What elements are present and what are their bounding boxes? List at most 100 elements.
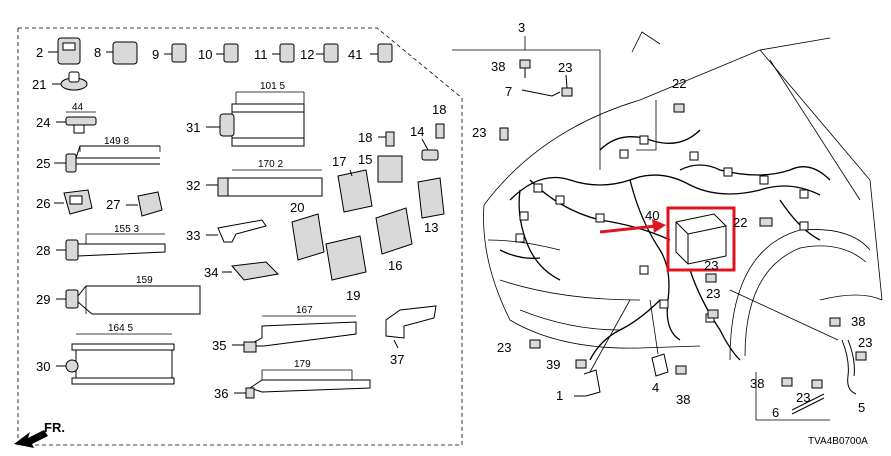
clip-4 xyxy=(649,299,669,377)
highlight-box-40 xyxy=(666,206,736,272)
callout-35: 35 xyxy=(212,338,226,353)
callout-11: 11 xyxy=(254,47,268,62)
part-13-connector xyxy=(417,177,445,219)
part-15-connector xyxy=(377,155,403,183)
part-14-part xyxy=(421,138,439,161)
part-41-fuse xyxy=(370,43,393,63)
callout-17: 17 xyxy=(332,154,346,169)
callout-15: 15 xyxy=(358,152,372,167)
bolt-23-top xyxy=(561,74,573,97)
part-19-module xyxy=(325,235,367,281)
part-9-fuse xyxy=(164,43,187,63)
callout-30: 30 xyxy=(36,359,50,374)
part-37-cover xyxy=(385,305,437,349)
part-16-connector xyxy=(375,207,413,255)
callout-8: 8 xyxy=(94,45,101,60)
callout-18b: 18 xyxy=(432,102,446,117)
callout-22-right: 22 xyxy=(733,215,747,230)
callout-16: 16 xyxy=(388,258,402,273)
main-harness xyxy=(509,174,821,201)
callout-31: 31 xyxy=(186,120,200,135)
pointer-arrow-40 xyxy=(599,224,657,234)
bolt-22-right xyxy=(759,217,773,227)
callout-3: 3 xyxy=(518,20,525,35)
callout-41: 41 xyxy=(348,47,362,62)
callout-25: 25 xyxy=(36,156,50,171)
callout-10: 10 xyxy=(198,47,212,62)
callout-36: 36 xyxy=(214,386,228,401)
part-18-bolt xyxy=(378,131,395,147)
part-24-clip xyxy=(56,111,97,134)
dim-101-5: 101 5 xyxy=(260,81,285,92)
part-12-fuse xyxy=(316,43,339,63)
part-26-clamp xyxy=(54,189,93,215)
callout-38-lower: 38 xyxy=(676,392,690,407)
part-10-fuse xyxy=(216,43,239,63)
ground-strap-7 xyxy=(521,89,561,97)
callout-7: 7 xyxy=(505,84,512,99)
callout-23-top: 23 xyxy=(558,60,572,75)
callout-23-cable: 23 xyxy=(796,390,810,405)
dim-179: 179 xyxy=(294,359,311,370)
callout-21: 21 xyxy=(32,77,46,92)
bolt-22-top xyxy=(636,100,685,151)
part-31-holder xyxy=(206,91,305,147)
callout-2: 2 xyxy=(36,45,43,60)
fuse-box-40 xyxy=(675,213,727,265)
part-36-bracket xyxy=(234,369,371,399)
callout-39: 39 xyxy=(546,357,560,372)
callout-19: 19 xyxy=(346,288,360,303)
callout-18: 18 xyxy=(358,130,372,145)
front-direction-label: FR. xyxy=(44,420,65,435)
dim-149-8: 149 8 xyxy=(104,136,129,147)
callout-38-cable: 38 xyxy=(750,376,764,391)
callout-14: 14 xyxy=(410,124,424,139)
part-18b-bolt xyxy=(435,123,445,139)
group-bracket-3 xyxy=(452,49,601,170)
callout-28: 28 xyxy=(36,243,50,258)
part-11-fuse xyxy=(272,43,295,63)
wheel-arch xyxy=(729,229,871,361)
callout-32: 32 xyxy=(186,178,200,193)
front-direction-arrow: FR. xyxy=(14,420,65,448)
part-8-cap xyxy=(106,41,138,65)
callout-9: 9 xyxy=(152,47,159,62)
bolt-38-lower xyxy=(675,365,687,375)
diagram-code: TVA4B0700A xyxy=(808,436,868,447)
part-29-band xyxy=(56,285,201,315)
dim-164-5: 164 5 xyxy=(108,323,133,334)
bolt-23-lower xyxy=(707,309,719,319)
part-30-double-band xyxy=(56,333,175,385)
callout-38-right: 38 xyxy=(851,314,865,329)
callout-34: 34 xyxy=(204,265,218,280)
bracket-1 xyxy=(574,299,631,397)
bolt-23-left xyxy=(499,127,509,141)
part-32-bracket xyxy=(206,169,323,197)
bolt-39 xyxy=(575,359,587,369)
callout-23-left: 23 xyxy=(472,125,486,140)
dim-155-3: 155 3 xyxy=(114,224,139,235)
callout-20: 20 xyxy=(290,200,304,215)
dim-44: 44 xyxy=(72,102,84,113)
callout-5: 5 xyxy=(858,400,865,415)
dim-167: 167 xyxy=(296,305,313,316)
callout-4: 4 xyxy=(652,380,659,395)
callout-27: 27 xyxy=(106,197,120,212)
callout-29: 29 xyxy=(36,292,50,307)
callout-23-lower: 23 xyxy=(706,286,720,301)
dim-159: 159 xyxy=(136,275,153,286)
callout-23-mid: 23 xyxy=(704,258,718,273)
part-27-clamp xyxy=(126,191,163,217)
callout-13: 13 xyxy=(424,220,438,235)
bumper-outline xyxy=(483,204,701,349)
part-20-module xyxy=(291,213,325,261)
callout-1: 1 xyxy=(556,388,563,403)
callout-33: 33 xyxy=(186,228,200,243)
callout-23-bottom: 23 xyxy=(497,340,511,355)
ground-cable-6 xyxy=(755,372,830,421)
callout-6: 6 xyxy=(772,405,779,420)
part-33-clip xyxy=(206,219,267,243)
part-34-tray xyxy=(222,261,280,281)
part-28-band xyxy=(56,233,166,261)
